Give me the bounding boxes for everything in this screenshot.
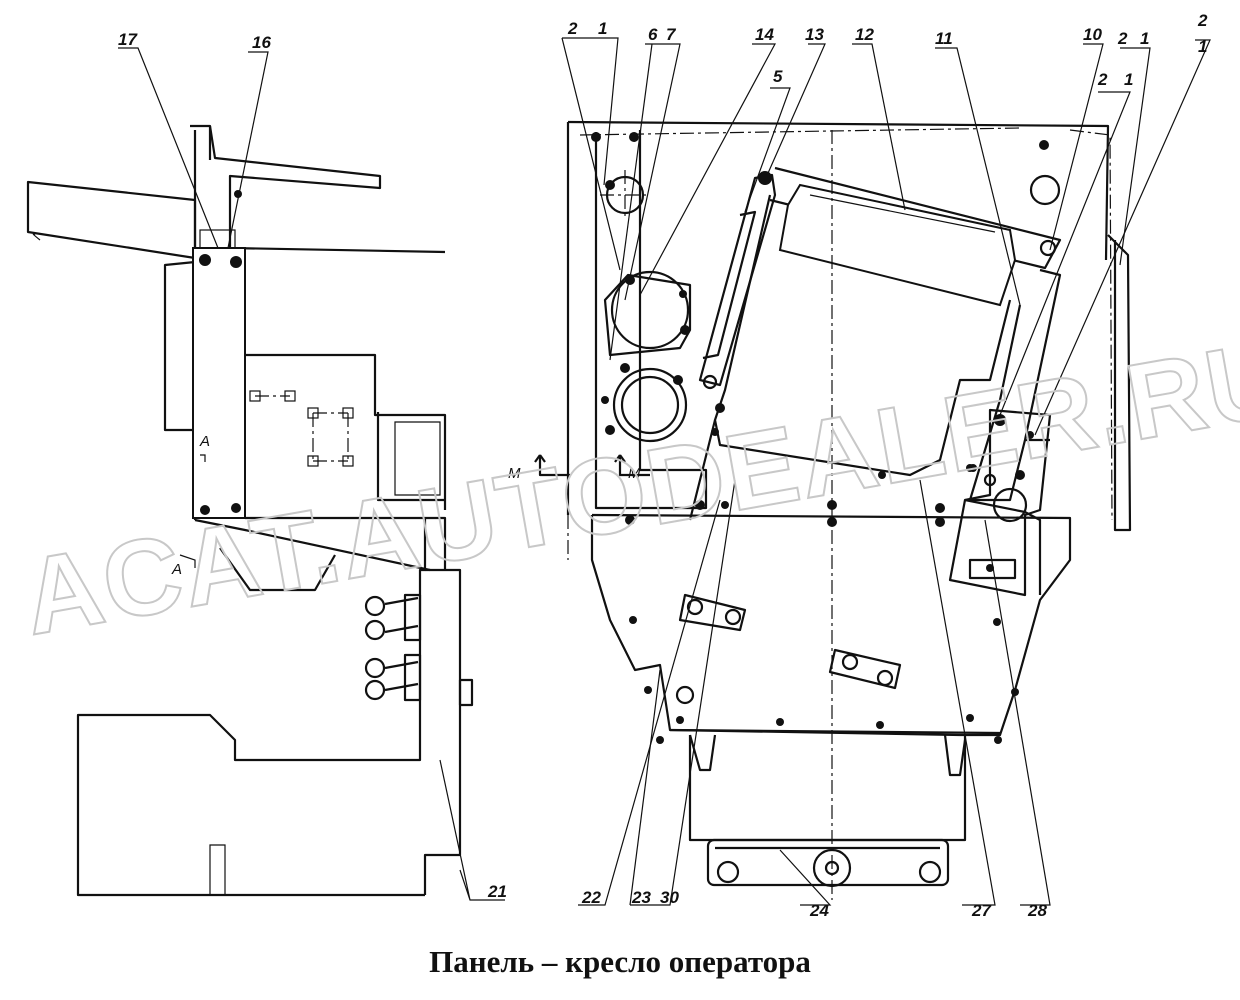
callout-11: 11 — [935, 29, 953, 48]
callout-14: 14 — [755, 25, 774, 44]
callout-1-right-c: 1 — [1198, 37, 1207, 56]
callout-22: 22 — [581, 888, 601, 907]
callout-2-right-b: 2 — [1097, 70, 1108, 89]
callout-6: 6 — [648, 25, 658, 44]
section-mark-m-left: M — [508, 465, 521, 482]
callout-labels: 17 16 2 1 6 7 14 13 5 12 11 10 2 1 2 1 2… — [118, 11, 1208, 920]
callout-21: 21 — [487, 882, 507, 901]
bolt-grid-left — [249, 390, 354, 467]
callout-1-left: 1 — [598, 19, 607, 38]
callout-24: 24 — [809, 901, 829, 920]
callout-5: 5 — [773, 67, 783, 86]
callout-12: 12 — [855, 25, 874, 44]
section-mark-a-top: A — [199, 433, 210, 450]
callout-2-right-a: 2 — [1117, 29, 1128, 48]
callout-10: 10 — [1083, 25, 1102, 44]
right-front-view: M M — [508, 37, 1211, 906]
seat-slide-right — [828, 648, 902, 690]
callout-1-right-a: 1 — [1140, 29, 1149, 48]
callout-13: 13 — [805, 25, 824, 44]
section-mark-m-right: M — [628, 465, 641, 482]
lever-assembly — [364, 593, 422, 702]
callout-23: 23 — [631, 888, 651, 907]
callout-17: 17 — [118, 30, 138, 49]
drawing-caption: Панель – кресло оператора — [429, 944, 811, 979]
control-console — [948, 408, 1052, 597]
callout-27: 27 — [971, 901, 992, 920]
section-mark-a-bottom: A — [171, 561, 182, 578]
callout-1-right-b: 1 — [1124, 70, 1133, 89]
callout-2-left: 2 — [567, 19, 578, 38]
callout-2-right-c: 2 — [1197, 11, 1208, 30]
callout-30: 30 — [660, 888, 679, 907]
callout-7: 7 — [666, 25, 677, 44]
callout-16: 16 — [252, 33, 271, 52]
callout-28: 28 — [1027, 901, 1047, 920]
left-side-view: A A — [26, 47, 505, 901]
seat-slide-left — [678, 593, 747, 632]
bottom-slider — [706, 838, 950, 888]
